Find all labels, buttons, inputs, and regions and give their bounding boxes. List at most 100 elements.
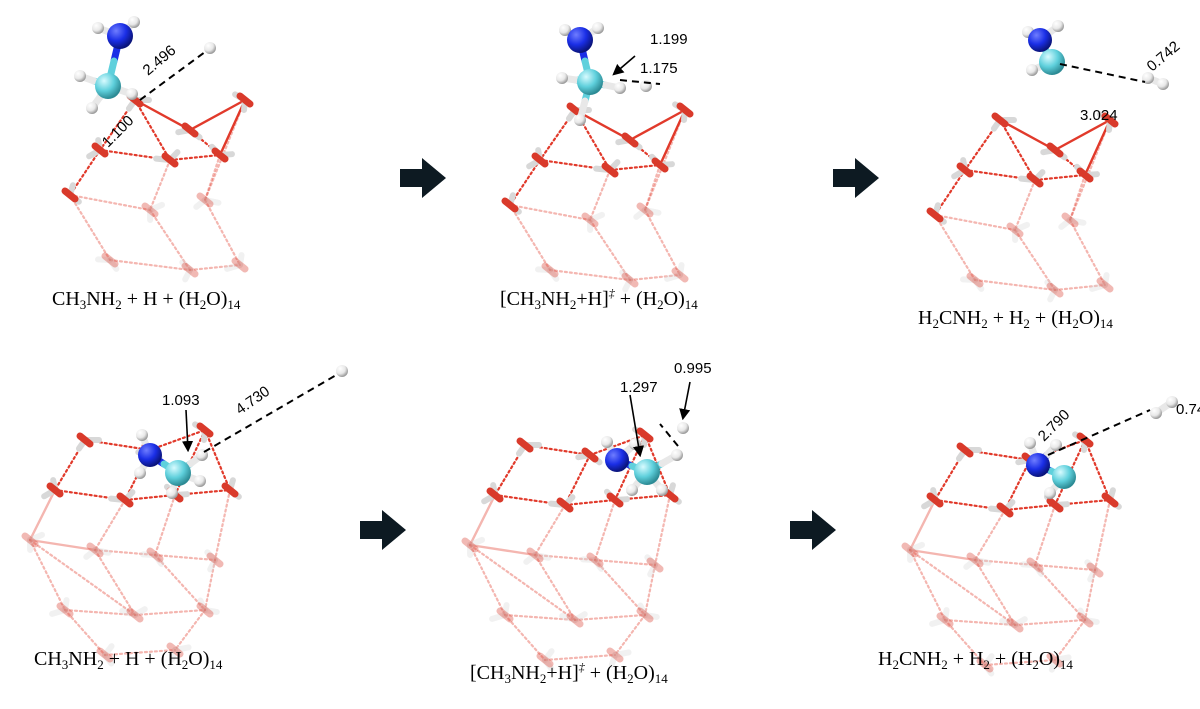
hydrogen-atom: [1024, 437, 1036, 449]
water-oxygen: [496, 607, 514, 623]
water-oh-bond: [1087, 567, 1098, 583]
aminomethyl-radical: [1022, 20, 1065, 76]
hydrogen-atom: [134, 467, 146, 479]
water-oxygen: [141, 202, 159, 218]
water-oxygen: [1006, 222, 1024, 238]
water-oxygen: [1086, 562, 1104, 578]
water-oh-bond: [62, 597, 70, 613]
hydrogen-bond: [68, 193, 112, 262]
hydrogen-bond: [93, 548, 137, 617]
water-oh-bond: [1082, 617, 1100, 625]
bond-distance-label: 1.199: [650, 31, 688, 48]
water-oh-bond: [580, 556, 598, 563]
water-oh-bond: [1047, 287, 1058, 303]
hydrogen-bond: [1033, 173, 1087, 182]
hydrogen-bond: [593, 498, 617, 562]
hydrogen-bond: [593, 558, 657, 567]
water-oh-bond: [622, 277, 633, 293]
water-oh-bond: [1102, 272, 1110, 288]
water-oxygen: [231, 257, 249, 273]
water-oxygen: [486, 487, 504, 503]
nitrogen-atom: [1026, 453, 1050, 477]
nitrogen-atom: [567, 27, 593, 53]
water-oxygen: [1006, 617, 1024, 633]
hydrogen-atom: [204, 42, 216, 54]
water-oxygen: [1061, 212, 1079, 228]
hydrogen-bond: [468, 543, 537, 557]
carbon-atom: [634, 459, 660, 485]
hydrogen-bond: [503, 613, 547, 662]
water-oxygen: [46, 482, 64, 498]
water-oxygen: [936, 612, 954, 628]
hydrogen-atom: [1166, 396, 1178, 408]
water-cluster: [61, 91, 254, 283]
water-oh-bond: [193, 197, 208, 210]
water-oxygen: [671, 267, 689, 283]
water-oxygen: [61, 187, 79, 203]
hydrogen-atom: [592, 22, 604, 34]
distance-dashed-line: [203, 373, 339, 453]
water-oh-bond: [119, 607, 138, 618]
water-oxygen: [1076, 612, 1094, 628]
hydrogen-bond: [908, 498, 937, 552]
water-oh-bond: [202, 607, 220, 615]
water-oxygen: [86, 542, 104, 558]
hydrogen-atom: [1050, 439, 1062, 451]
hydrogen-bond: [628, 108, 687, 142]
hydrogen-bond: [998, 118, 1057, 152]
water-oh-bond: [204, 549, 218, 563]
water-oxygen: [621, 272, 639, 288]
hydrogen-bond: [173, 608, 207, 652]
leader-arrow: [612, 55, 636, 76]
hydrogen-atom: [86, 102, 98, 114]
water-oh-bond: [102, 643, 115, 658]
hydrogen-bond: [153, 553, 207, 612]
hydrogen-bond: [1068, 173, 1087, 222]
water-oh-bond: [547, 267, 560, 282]
hydrogen-atom: [559, 24, 571, 36]
water-oxygen: [1096, 277, 1114, 293]
hydrogen-bond: [148, 208, 192, 272]
right-arrow-icon: [360, 510, 406, 550]
bond-distance-label: 1.175: [640, 60, 678, 77]
hydrogen-bond: [973, 558, 1037, 567]
hydrogen-bond: [628, 273, 682, 282]
water-oxygen: [1026, 172, 1044, 188]
distance-dashed-line: [619, 79, 661, 85]
hydrogen-bond: [973, 278, 1057, 292]
hydrogen-atom: [671, 449, 683, 461]
hydrogen-bond: [468, 543, 577, 622]
water-oh-bond: [107, 257, 120, 272]
water-oxygen: [926, 492, 944, 508]
hydrogen-bond: [468, 493, 497, 547]
hydrogen-bond: [93, 548, 157, 557]
water-oxygen: [976, 657, 994, 673]
water-oh-bond: [559, 612, 578, 623]
water-oh-bond: [172, 644, 192, 653]
hydrogen-bond: [68, 193, 152, 212]
methylamine-molecule: [74, 16, 140, 114]
water-oh-bond: [982, 653, 995, 668]
hydrogen-bond: [908, 548, 977, 562]
hydrogen-bond: [1083, 568, 1097, 622]
hydrogen-bond: [933, 213, 1017, 232]
distance-dashed-line: [139, 51, 206, 101]
hydrogen-bond: [188, 263, 242, 272]
hydrogen-bond: [998, 118, 1037, 182]
water-oh-bond: [237, 252, 245, 268]
water-oxygen: [91, 142, 109, 158]
hydrogen-bond: [203, 153, 222, 202]
hydrogen-bond: [148, 428, 207, 452]
hydrogen-atom: [1026, 64, 1038, 76]
carbon-atom: [577, 69, 603, 95]
transition-state-molecule: [556, 22, 652, 126]
hydrogen-atom: [574, 114, 586, 126]
hydrogen-bond: [168, 153, 222, 162]
water-oxygen: [541, 262, 559, 278]
water-oxygen: [96, 647, 114, 663]
water-oh-bond: [587, 211, 606, 223]
nitrogen-atom: [1028, 28, 1052, 52]
hydrogen-bond: [28, 538, 97, 552]
water-oxygen: [606, 492, 624, 508]
hydrogen-bond: [563, 498, 617, 507]
